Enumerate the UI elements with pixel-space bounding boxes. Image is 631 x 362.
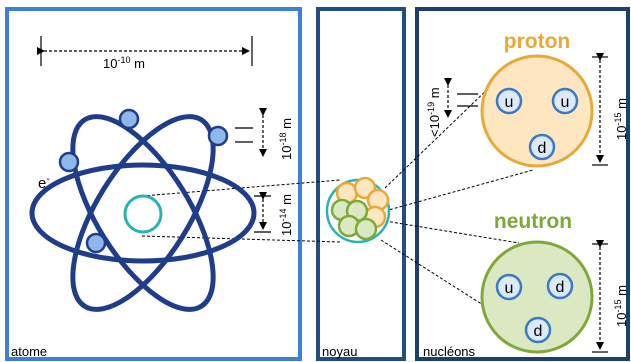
proton-circle bbox=[480, 54, 594, 168]
nucleus-detail bbox=[325, 176, 391, 244]
svg-text:u: u bbox=[561, 94, 570, 111]
quark-size-indicator bbox=[444, 78, 478, 118]
proton-size-label: 10-15 m bbox=[613, 98, 629, 140]
svg-text:u: u bbox=[505, 94, 514, 111]
neutron-title: neutron bbox=[494, 210, 572, 233]
panel-label-nucleons: nucléons bbox=[423, 344, 476, 359]
svg-text:d: d bbox=[556, 279, 565, 296]
neutron-circle bbox=[480, 240, 594, 354]
quark-size-label: <10-19 m bbox=[426, 87, 442, 137]
panel-label-atome: atome bbox=[11, 344, 47, 359]
neutron-quark: d bbox=[546, 272, 574, 300]
electron bbox=[85, 232, 107, 254]
neutron-quark: u bbox=[495, 273, 523, 301]
proton-quark: u bbox=[495, 87, 523, 115]
nucleus-size-label: 10-14 m bbox=[278, 194, 294, 236]
atom bbox=[29, 108, 257, 312]
orbit-tilted-right bbox=[70, 114, 216, 312]
svg-text:d: d bbox=[538, 140, 547, 157]
electron-size-label: 10-18 m bbox=[278, 118, 294, 160]
proton-quark: d bbox=[528, 133, 556, 161]
svg-text:d: d bbox=[534, 323, 543, 340]
panel-label-noyau: noyau bbox=[322, 344, 357, 359]
electron bbox=[58, 151, 80, 173]
neutron-size-indicator bbox=[592, 240, 608, 353]
electron-label: e- bbox=[38, 174, 50, 192]
neutron-quark: d bbox=[524, 316, 552, 344]
atom-size-label: 10-10 m bbox=[103, 55, 145, 71]
svg-text:u: u bbox=[505, 280, 514, 297]
electron bbox=[207, 125, 229, 147]
proton-title: proton bbox=[504, 30, 570, 53]
electron-size-indicator bbox=[235, 108, 267, 157]
nucleus-outline bbox=[123, 194, 163, 234]
proton-size-indicator bbox=[592, 53, 608, 166]
atom-size-indicator bbox=[37, 36, 253, 66]
nucleon-neutron bbox=[354, 217, 378, 241]
neutron-size-label: 10-15 m bbox=[613, 285, 629, 327]
electron bbox=[118, 108, 140, 130]
zoom-connectors bbox=[141, 82, 536, 339]
nucleus-size-indicator bbox=[254, 192, 271, 233]
orbit-horizontal bbox=[29, 162, 257, 264]
proton-quark: u bbox=[551, 87, 579, 115]
